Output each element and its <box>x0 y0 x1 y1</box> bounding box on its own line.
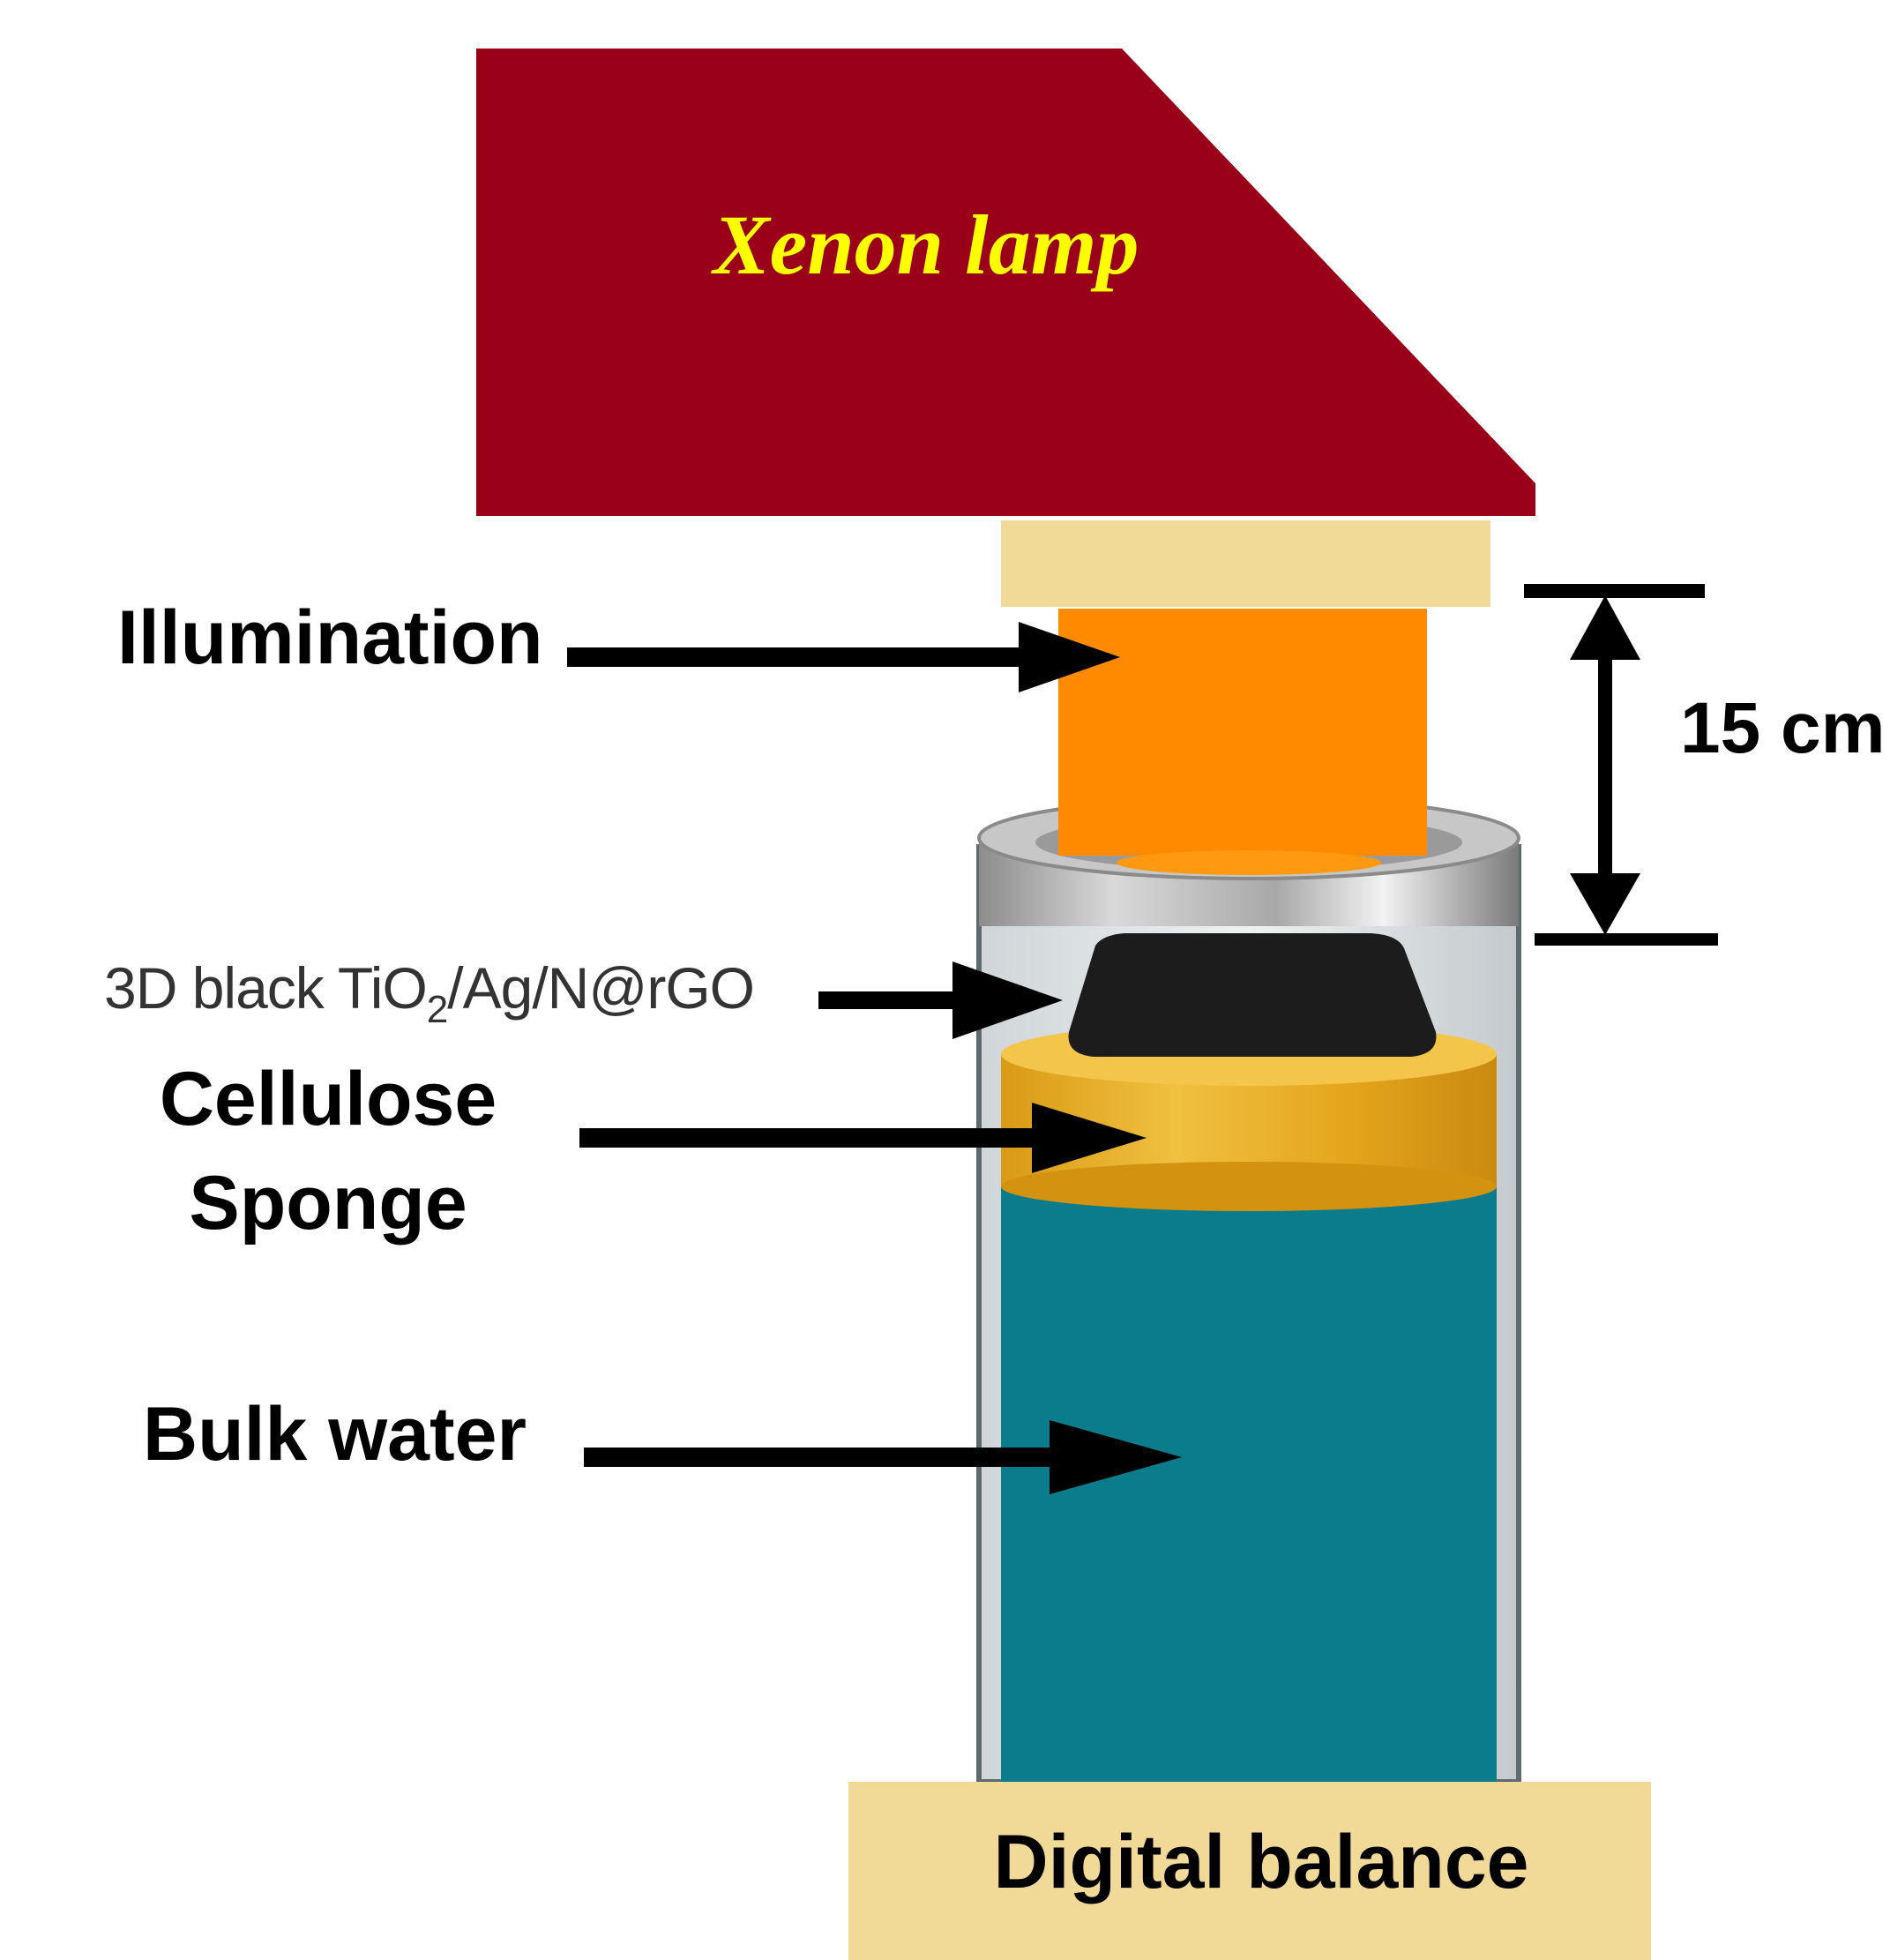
digital-balance <box>848 1782 1651 1960</box>
lamp-holder <box>1001 520 1490 607</box>
illumination-label: Illumination <box>117 595 543 680</box>
absorber-label-prefix: 3D black TiO <box>104 955 427 1021</box>
xenon-lamp-housing <box>476 49 1535 516</box>
absorber-label-suffix: /Ag/N@rGO <box>447 955 754 1021</box>
absorber-label: 3D black TiO2/Ag/N@rGO <box>104 955 754 1031</box>
distance-label: 15 cm <box>1680 688 1886 768</box>
dimension-arrow-up <box>1570 595 1640 660</box>
cellulose-arrow-head <box>1032 1103 1147 1173</box>
digital-balance-label: Digital balance <box>994 1820 1529 1904</box>
illumination-arrow-head <box>1019 622 1120 692</box>
xenon-lamp-label: Xenon lamp <box>711 198 1139 292</box>
dimension-arrow-down <box>1570 873 1640 935</box>
cellulose-label-line2: Sponge <box>189 1161 467 1246</box>
bulk-water-label: Bulk water <box>143 1392 527 1477</box>
absorber-layer <box>1068 933 1437 1057</box>
cellulose-sponge-bottom-edge <box>1001 1162 1497 1211</box>
absorber-arrow-head <box>952 961 1063 1039</box>
bulk-water-arrow-head <box>1050 1420 1182 1494</box>
light-spot <box>1117 850 1381 875</box>
cellulose-label-line1: Cellulose <box>160 1057 497 1141</box>
absorber-label-subscript: 2 <box>427 988 447 1031</box>
light-beam-inner <box>1058 794 1427 856</box>
